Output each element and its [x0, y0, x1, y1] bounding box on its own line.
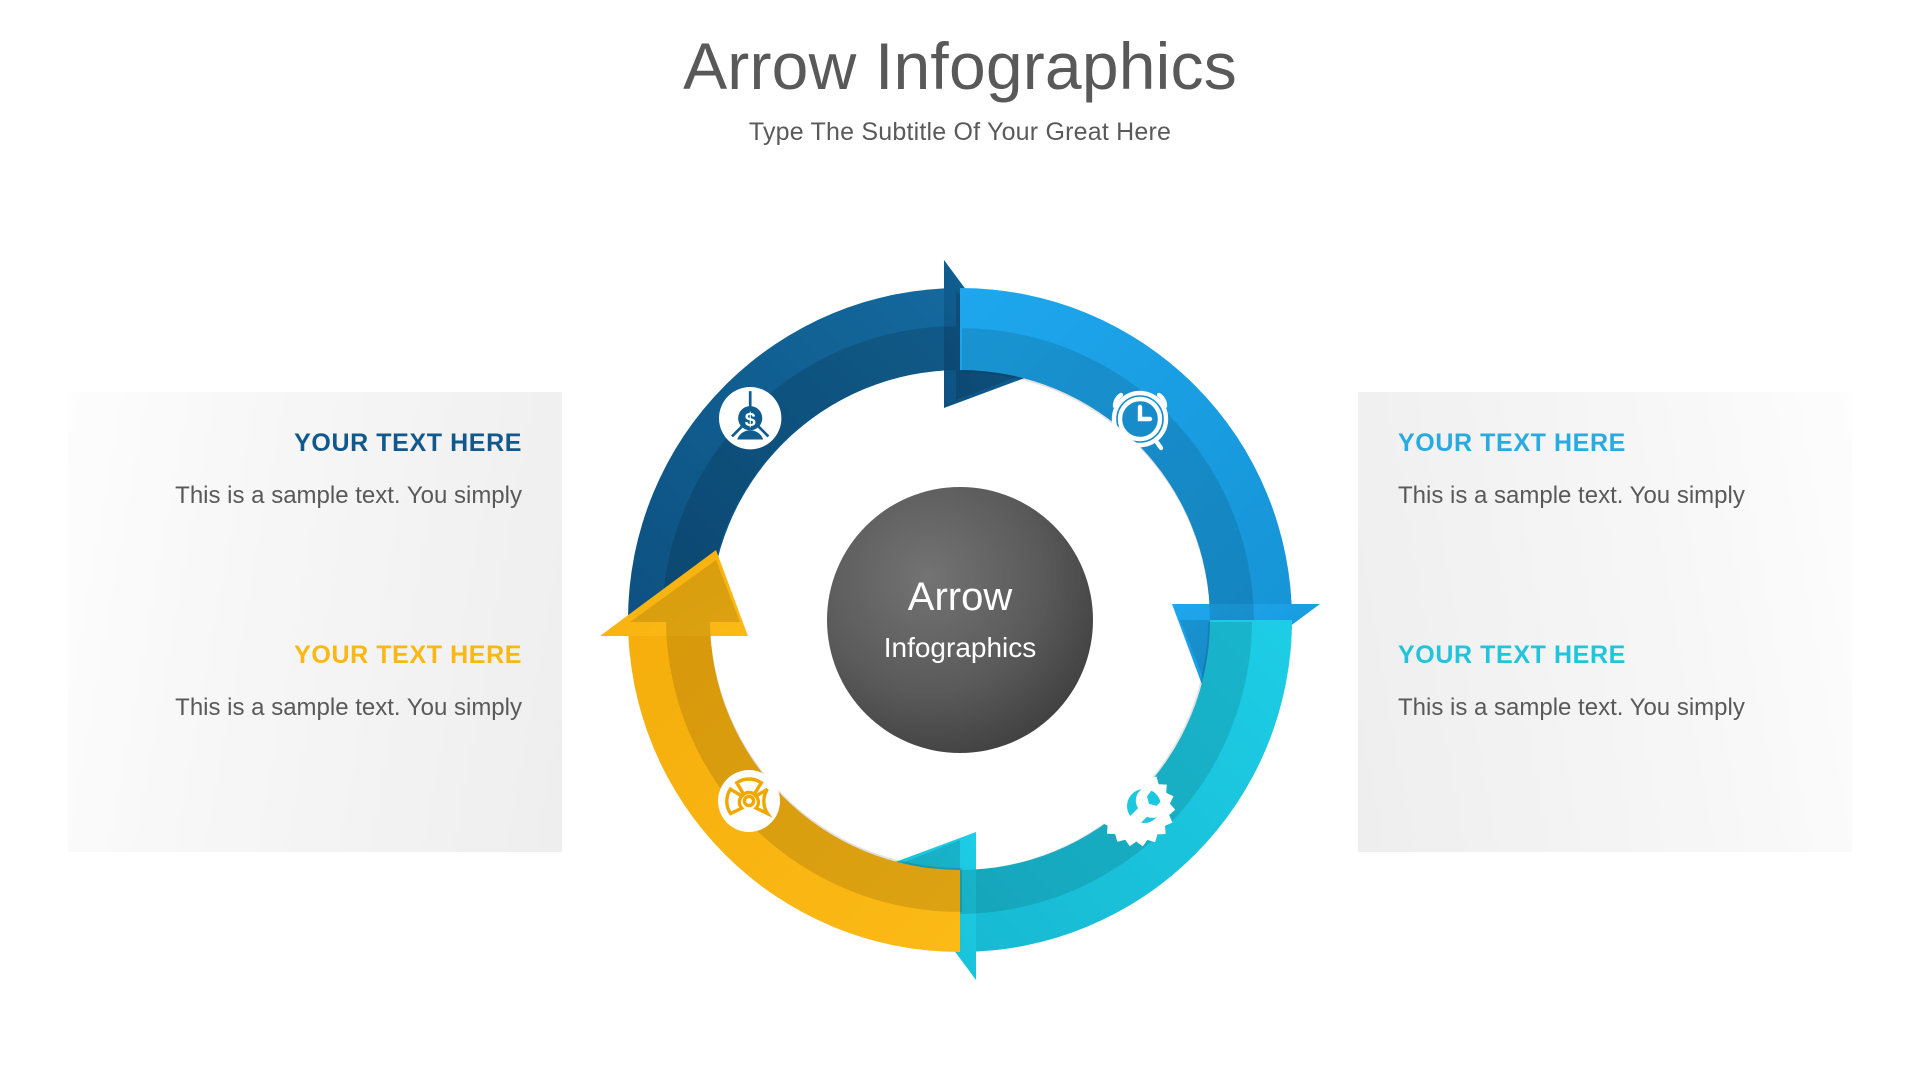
- left-block-1-body: This is a sample text. You simply: [175, 482, 522, 509]
- right-text-panel: YOUR TEXT HERE This is a sample text. Yo…: [1358, 392, 1852, 852]
- left-text-panel: YOUR TEXT HERE This is a sample text. Yo…: [68, 392, 562, 852]
- left-block-2-body: This is a sample text. You simply: [175, 694, 522, 721]
- left-block-1[interactable]: YOUR TEXT HERE This is a sample text. Yo…: [68, 428, 562, 512]
- wrench-gear-icon: [1098, 771, 1176, 847]
- right-block-1-title: YOUR TEXT HERE: [1398, 429, 1626, 457]
- segment-cyan-body: [960, 620, 1292, 952]
- alarm-clock-icon: [1111, 390, 1169, 451]
- right-block-2-title: YOUR TEXT HERE: [1398, 641, 1626, 669]
- segment-bright-blue-body: [960, 288, 1292, 620]
- segment-dark-blue-body: [628, 288, 960, 620]
- right-block-1[interactable]: YOUR TEXT HERE This is a sample text. Yo…: [1358, 428, 1852, 512]
- page-subtitle: Type The Subtitle Of Your Great Here: [748, 117, 1172, 146]
- money-icon: $: [719, 387, 782, 450]
- radiation-icon: [718, 770, 780, 832]
- right-block-2-body: This is a sample text. You simply: [1398, 694, 1745, 721]
- center-circle[interactable]: [827, 487, 1093, 753]
- right-block-1-body: This is a sample text. You simply: [1398, 482, 1745, 509]
- segment-cyan-shadow: [900, 622, 1252, 950]
- segment-yellow-body: [628, 620, 960, 952]
- page-title: Arrow Infographics: [683, 29, 1237, 103]
- left-block-2[interactable]: YOUR TEXT HERE This is a sample text. Yo…: [68, 640, 562, 724]
- arrow-cycle-diagram: $: [590, 250, 1330, 990]
- right-block-2[interactable]: YOUR TEXT HERE This is a sample text. Yo…: [1358, 640, 1852, 724]
- segment-yellow-shadow: [630, 560, 962, 913]
- segment-yellow-arrowhead: [600, 550, 748, 636]
- svg-text:$: $: [745, 409, 756, 431]
- left-block-2-title: YOUR TEXT HERE: [294, 641, 522, 669]
- left-block-1-title: YOUR TEXT HERE: [294, 429, 522, 457]
- segment-yellow[interactable]: [600, 550, 962, 952]
- header: Arrow Infographics Type The Subtitle Of …: [0, 29, 1920, 147]
